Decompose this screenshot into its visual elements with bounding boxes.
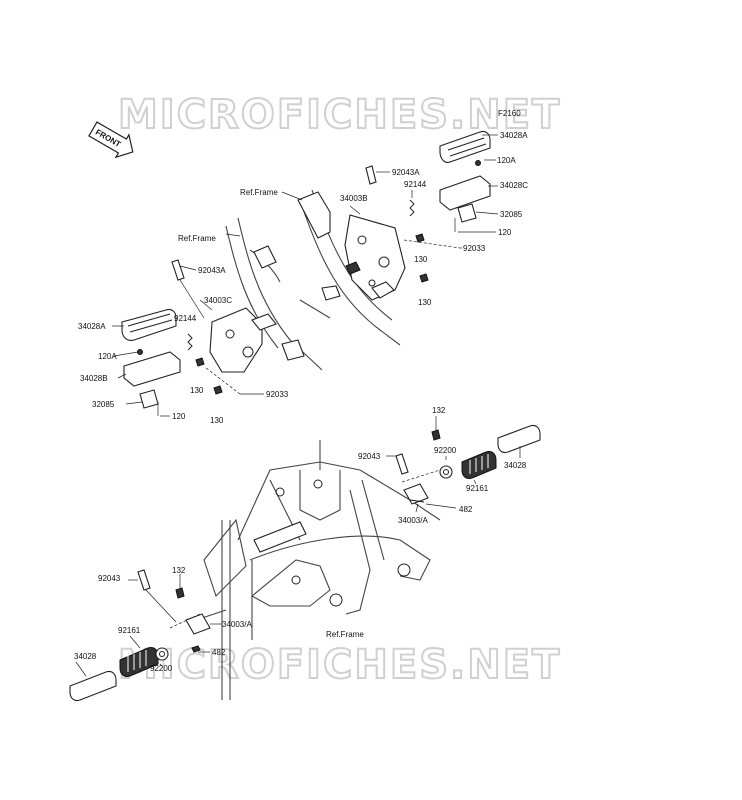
upper-right-assembly xyxy=(281,130,499,346)
label-34028C: 34028C xyxy=(500,181,528,190)
label-ref-frame-1: Ref.Frame xyxy=(240,188,278,197)
label-482-right: 482 xyxy=(459,505,473,514)
label-120A-left: 120A xyxy=(98,352,117,361)
label-92144-left: 92144 xyxy=(174,314,197,323)
label-92144-right: 92144 xyxy=(404,180,427,189)
grip-92161-left xyxy=(119,647,159,677)
label-ref-frame-2: Ref.Frame xyxy=(178,234,216,243)
watermark-top: MICROFICHES.NET xyxy=(118,92,561,138)
label-92200-right: 92200 xyxy=(434,446,457,455)
label-92200-left: 92200 xyxy=(150,664,173,673)
label-132-right: 132 xyxy=(432,406,446,415)
label-92033-right: 92033 xyxy=(463,244,486,253)
label-32085-right: 32085 xyxy=(500,210,523,219)
part-labels: 34028A 120A 34028C 32085 120 92043A 9214… xyxy=(74,131,528,673)
label-34028B: 34028B xyxy=(80,374,108,383)
label-34003A-left: 34003/A xyxy=(222,620,252,629)
watermark-bottom: MICROFICHES.NET xyxy=(118,642,561,688)
label-ref-frame-3: Ref.Frame xyxy=(326,630,364,639)
footpeg-rubber-34028A-right xyxy=(439,130,491,163)
label-92043-right: 92043 xyxy=(358,452,381,461)
upper-left-assembly xyxy=(112,217,323,417)
label-34003C: 34003C xyxy=(204,296,232,305)
label-32085-left: 32085 xyxy=(92,400,115,409)
label-92161-left: 92161 xyxy=(118,626,141,635)
label-34028A-right: 34028A xyxy=(500,131,528,140)
lower-frame-assembly xyxy=(195,440,441,700)
figure-code: F2160 xyxy=(498,109,521,118)
footpeg-rubber-34028A-left xyxy=(121,308,177,341)
label-130-left-2: 130 xyxy=(210,416,224,425)
label-34003A-right: 34003/A xyxy=(398,516,428,525)
label-482-left: 482 xyxy=(212,648,226,657)
label-34028A-left: 34028A xyxy=(78,322,106,331)
label-34028-right: 34028 xyxy=(504,461,527,470)
label-34003B: 34003B xyxy=(340,194,368,203)
label-130-right-2: 130 xyxy=(418,298,432,307)
label-92043-left: 92043 xyxy=(98,574,121,583)
label-92043A-right: 92043A xyxy=(392,168,420,177)
grip-92161-right xyxy=(461,451,497,479)
label-120-right: 120 xyxy=(498,228,512,237)
left-passenger-peg xyxy=(69,569,222,702)
label-130-left-1: 130 xyxy=(190,386,204,395)
label-34028-left: 34028 xyxy=(74,652,97,661)
label-132-left: 132 xyxy=(172,566,186,575)
label-120A-right: 120A xyxy=(497,156,516,165)
label-120-left: 120 xyxy=(172,412,186,421)
label-92161-right: 92161 xyxy=(466,484,489,493)
label-92033-left: 92033 xyxy=(266,390,289,399)
label-130-right-1: 130 xyxy=(414,255,428,264)
label-92043A-left: 92043A xyxy=(198,266,226,275)
right-passenger-peg xyxy=(386,416,541,513)
